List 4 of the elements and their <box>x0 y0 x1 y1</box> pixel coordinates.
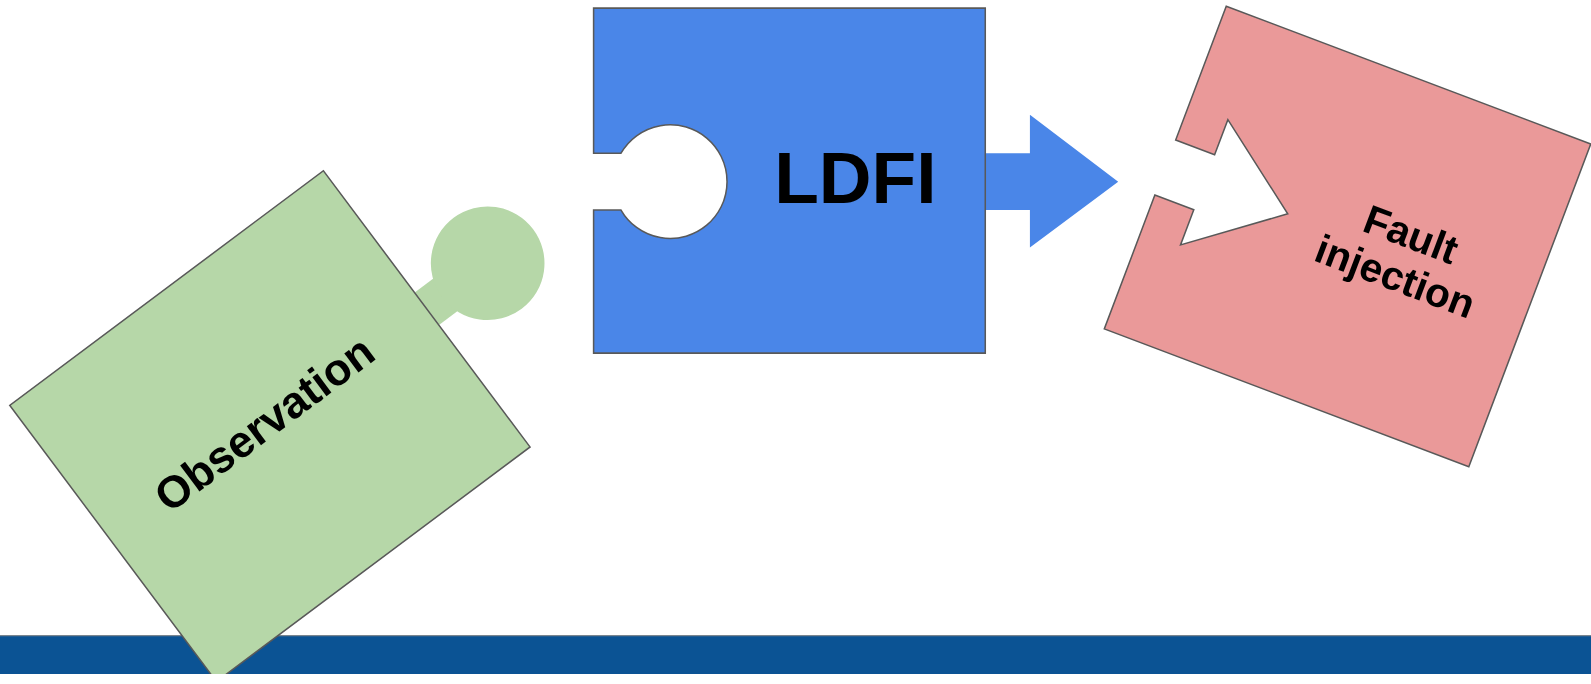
puzzle-piece <box>592 7 1119 354</box>
puzzle-piece <box>8 169 545 674</box>
piece-label: LDFI <box>773 138 938 219</box>
puzzle-piece <box>1103 5 1591 468</box>
